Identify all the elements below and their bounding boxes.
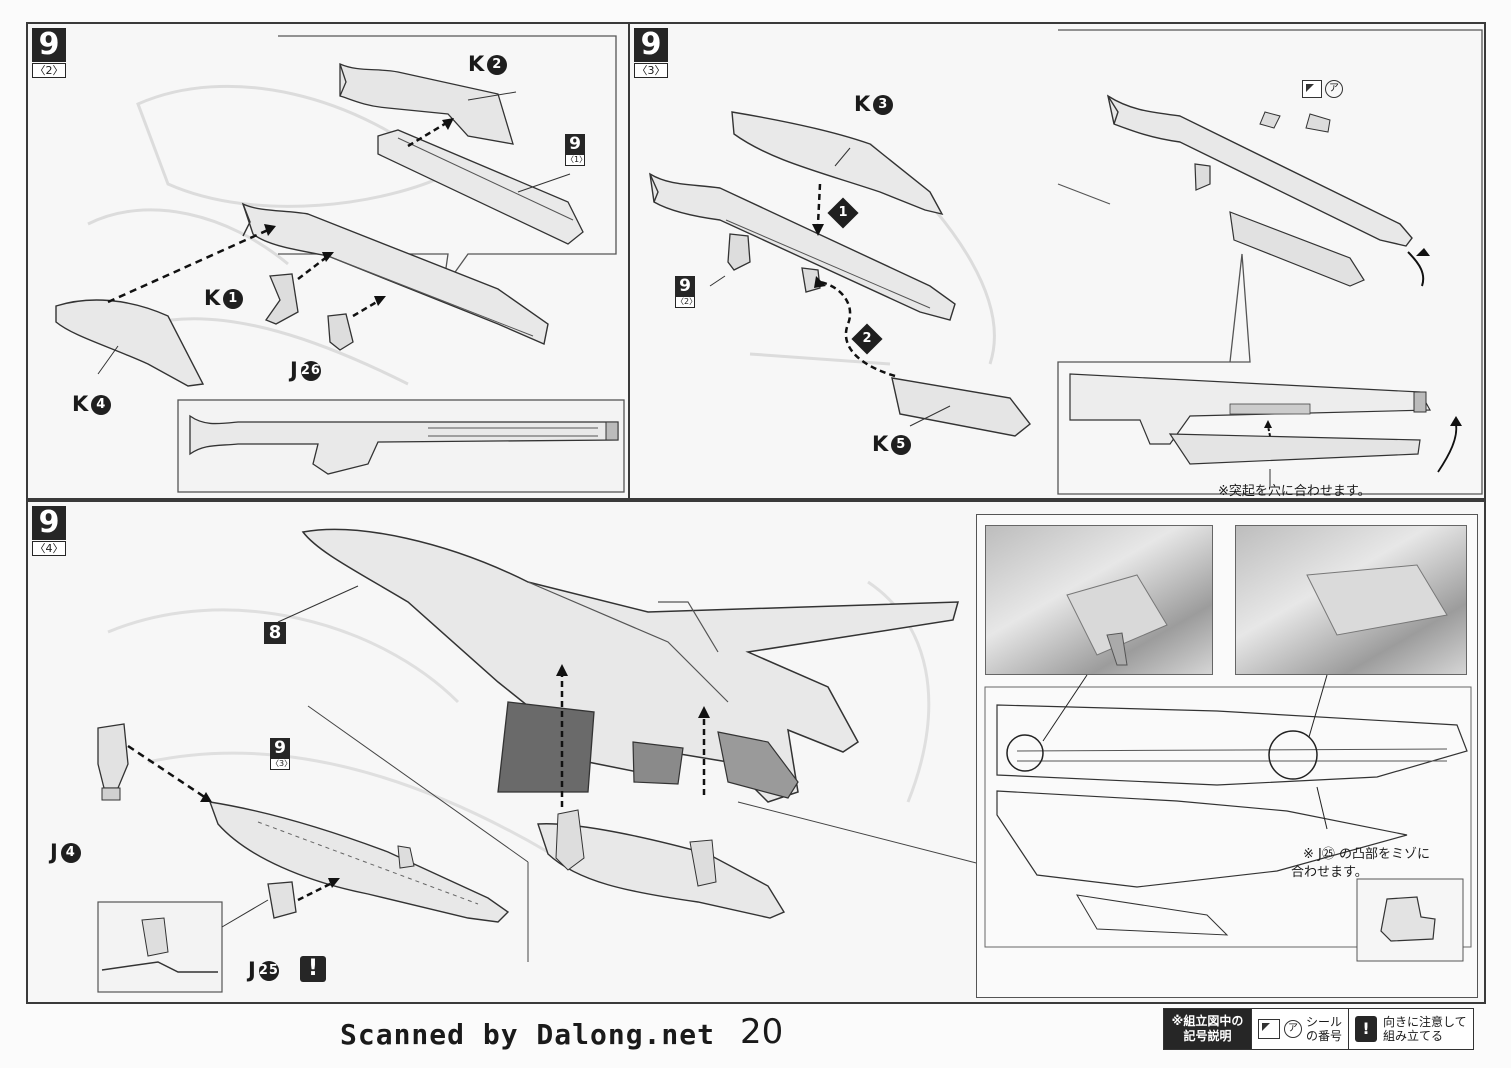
panel-step-9-4: 9 〈4〉: [26, 500, 1486, 1004]
seal-indicator: ア: [1302, 80, 1343, 98]
seal-icon: [1302, 80, 1322, 98]
scan-credit: Scanned by Dalong.net: [340, 1018, 716, 1051]
legend-caution: ! 向きに注意して組み立てる: [1348, 1009, 1473, 1049]
ref-step-9-1: 9 〈1〉: [565, 134, 588, 166]
seal-icon: [1258, 1019, 1280, 1039]
ref-step-9-3: 9 〈3〉: [270, 738, 293, 770]
ref-step-number: 9: [270, 738, 290, 758]
ref-step-number: 9: [675, 276, 695, 296]
page-number: 20: [740, 1012, 784, 1052]
legend-header: ※組立図中の 記号説明: [1164, 1009, 1251, 1049]
step-sub: 〈4〉: [32, 541, 66, 556]
panel-3-drawing: [649, 29, 1483, 495]
detail-diagram: [984, 564, 1472, 962]
panel-4-drawing: [97, 528, 989, 993]
part-k2-shape: [339, 63, 514, 145]
part-number-j26: 26: [300, 361, 321, 381]
panel-2-drawing: [55, 35, 625, 493]
legend-seal: ア シールの番号: [1251, 1009, 1348, 1049]
step-sub: 〈3〉: [634, 63, 668, 78]
step-number: 9: [32, 28, 66, 62]
ref-step-sub: 〈1〉: [565, 154, 588, 166]
step-number: 9: [634, 28, 668, 62]
part-number-k5: 5: [891, 435, 912, 455]
ref-step-9-2: 9 〈2〉: [675, 276, 698, 308]
part-number-k4: 4: [91, 395, 112, 415]
symbol-legend: ※組立図中の 記号説明 ア シールの番号 ! 向きに注意して組み立てる: [1163, 1008, 1474, 1050]
panel-step-9-2: 9 〈2〉: [26, 22, 630, 500]
seal-number: ア: [1325, 80, 1343, 98]
step-number: 9: [32, 506, 66, 540]
ref-step-sub: 〈2〉: [675, 296, 698, 308]
caution-icon: !: [1355, 1016, 1378, 1042]
caution-icon: !: [300, 956, 326, 982]
step-badge: 9 〈3〉: [634, 28, 668, 78]
panel-4-note-1: ※ J㉕ の凸部をミゾに: [1303, 847, 1430, 862]
part-number-k1: 1: [223, 289, 244, 309]
panel-3-note: ※突起を穴に合わせます。: [1218, 484, 1371, 499]
seal-number-icon: ア: [1284, 1020, 1302, 1038]
part-8-badge: 8: [264, 622, 286, 644]
part-number-k2: 2: [487, 55, 508, 75]
panel-step-9-3: 9 〈3〉: [628, 22, 1486, 500]
step-sub: 〈2〉: [32, 63, 66, 78]
step-badge: 9 〈4〉: [32, 506, 66, 556]
part-number-k3: 3: [873, 95, 894, 115]
ref-step-number: 9: [565, 134, 585, 154]
order-marker-1: 1: [827, 197, 859, 229]
part-number-j4: 4: [60, 843, 81, 863]
order-marker-2: 2: [851, 323, 883, 355]
ref-step-sub: 〈3〉: [270, 758, 293, 770]
detail-inset: ※ J㉕ の凸部をミゾに 合わせます。: [976, 514, 1478, 998]
step-badge: 9 〈2〉: [32, 28, 66, 78]
panel-4-note-2: 合わせます。: [1291, 865, 1368, 880]
part-number-j25: 25: [258, 961, 279, 981]
